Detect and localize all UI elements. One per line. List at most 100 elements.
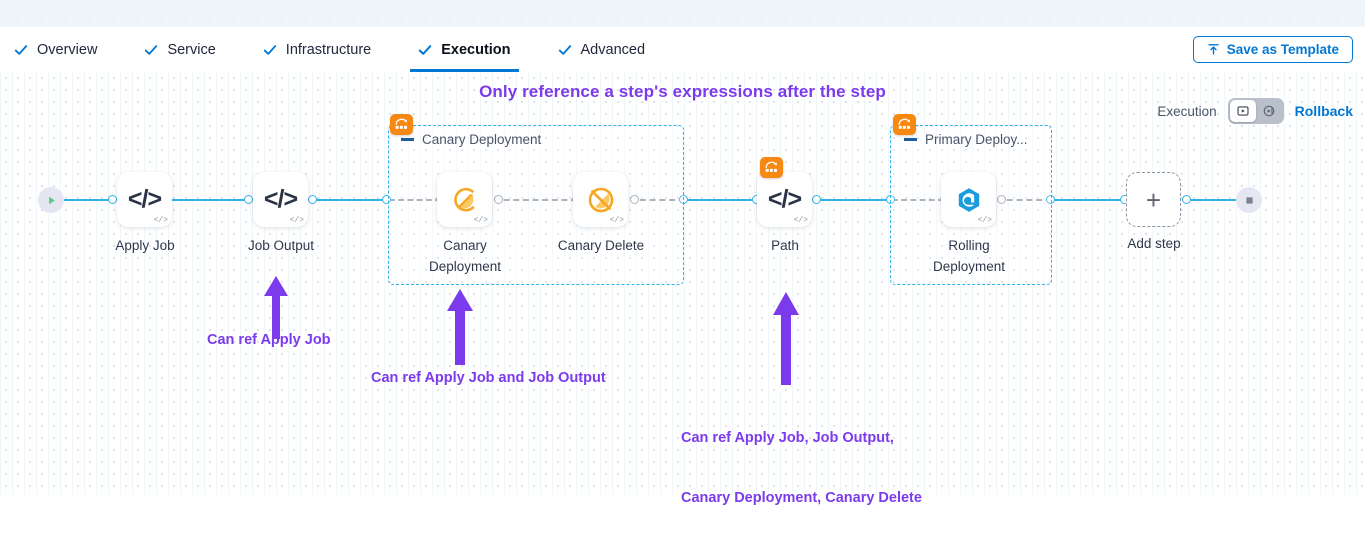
step-group-icon [395,118,407,129]
upload-icon [1208,44,1219,55]
tab-active-underline [410,69,519,72]
tab-overview[interactable]: Overview [14,27,119,72]
execution-mode-button[interactable] [1229,100,1256,122]
step-node-label: Job Output [247,238,315,253]
add-step-button[interactable]: + [1126,172,1181,227]
canary-bird-icon [453,187,474,212]
pipeline-canvas[interactable]: Only reference a step's expressions afte… [0,72,1365,506]
connector-dot [630,195,639,204]
add-step-label: Add step [1127,236,1181,251]
tab-service[interactable]: Service [144,27,237,72]
link-rolling-exit [997,199,1052,201]
connector-dot [1046,195,1055,204]
step-group-canary-title[interactable]: Canary Deployment [401,132,541,147]
execution-mode-toggle[interactable] [1227,98,1284,124]
annotation-label-2: Can ref Apply Job and Job Output [371,370,606,386]
step-node-path[interactable]: </> </> [757,172,812,227]
annotation-label-3-line2: Canary Deployment, Canary Delete [681,490,922,506]
tab-label: Execution [441,41,511,58]
pipeline-stage: Canary Deployment Primary Deploy... [0,72,1365,506]
execution-mode-label: Execution [1157,103,1217,119]
step-node-label: Canary Delete [557,238,645,253]
canary-delete-icon [588,187,613,212]
connector-dot [308,195,317,204]
connector-dot [382,195,391,204]
save-as-template-button[interactable]: Save as Template [1192,36,1353,63]
tab-list: Overview Service Infrastructure Executio… [14,27,692,72]
link-start-applyjob [62,199,152,201]
step-node-rolling-deployment[interactable]: </> [941,172,996,227]
code-icon: </> [127,185,162,213]
tab-label: Overview [37,41,98,58]
step-node-job-output[interactable]: </> </> [253,172,308,227]
step-group-icon [765,161,777,172]
step-group-primary-title[interactable]: Primary Deploy... [904,132,1028,147]
link-addstep-end [1182,199,1240,201]
step-node-canary-delete[interactable]: </> [573,172,628,227]
pipeline-end-node[interactable] [1236,187,1262,213]
code-badge-icon: </> [473,216,488,225]
step-group-title-label: Primary Deploy... [925,132,1028,147]
step-node-label: Path [771,238,799,253]
tab-label: Service [167,41,216,58]
rolling-deployment-icon [958,187,979,212]
page-headline: Only reference a step's expressions afte… [479,82,886,101]
connector-dot [108,195,117,204]
link-joboutput-canarygroup [308,199,390,201]
step-node-label-line2: Deployment [428,259,502,274]
code-badge-icon: </> [793,216,808,225]
step-node-label-line1: Canary [443,238,487,253]
play-icon [48,196,55,204]
step-group-badge [390,114,413,135]
step-node-label: Rolling Deployment [909,235,1029,277]
check-icon [14,44,28,55]
annotation-arrow-3 [773,292,799,385]
collapse-icon[interactable] [401,138,414,141]
canvas-top-strip [0,0,1365,27]
link-applyjob-joboutput [172,199,287,201]
code-badge-icon: </> [977,216,992,225]
connector-dot [244,195,253,204]
check-icon [263,44,276,55]
tab-label: Advanced [580,41,646,58]
rollback-link[interactable]: Rollback [1294,103,1353,119]
tab-infrastructure[interactable]: Infrastructure [263,27,393,72]
rollback-arrow-icon [1263,105,1274,117]
step-group-title-label: Canary Deployment [422,132,542,147]
code-icon: </> [767,185,802,213]
step-group-badge [760,157,783,178]
execution-mode-control: Execution Rollback [1157,98,1353,124]
code-badge-icon: </> [153,216,168,225]
annotation-label-1: Can ref Apply Job [207,332,331,348]
annotation-arrow-2 [447,289,473,365]
code-badge-icon: </> [289,216,304,225]
step-node-label: Canary Deployment [405,235,525,277]
link-path-primarygroup [812,199,894,201]
annotation-label-3-line1: Can ref Apply Job, Job Output, [681,430,894,446]
check-icon [145,44,158,55]
step-group-icon [898,118,910,129]
step-node-label-line2: Deployment [932,259,1006,274]
link-primarygroup-addstep [1049,199,1127,201]
tab-advanced[interactable]: Advanced [558,27,668,72]
tab-label: Infrastructure [285,41,372,58]
collapse-icon[interactable] [904,138,917,141]
check-icon [418,44,432,55]
tab-execution[interactable]: Execution [410,27,532,72]
code-icon: </> [263,185,298,213]
annotation-arrow-1 [264,276,288,339]
check-icon [558,44,571,55]
pipeline-start-node[interactable] [38,187,64,213]
step-node-label: Apply Job [115,238,175,253]
link-canary-canarydelete [494,199,577,201]
stop-icon [1245,196,1253,204]
rollback-mode-button[interactable] [1256,100,1282,122]
step-node-canary-deployment[interactable]: </> [437,172,492,227]
step-node-apply-job[interactable]: </> </> [117,172,172,227]
link-primarygroup-entry [892,199,944,201]
play-box-icon [1237,106,1249,116]
link-canarygroup-path [682,199,757,201]
code-badge-icon: </> [609,216,624,225]
link-canarydelete-exit [630,199,685,201]
connector-dot [812,195,821,204]
